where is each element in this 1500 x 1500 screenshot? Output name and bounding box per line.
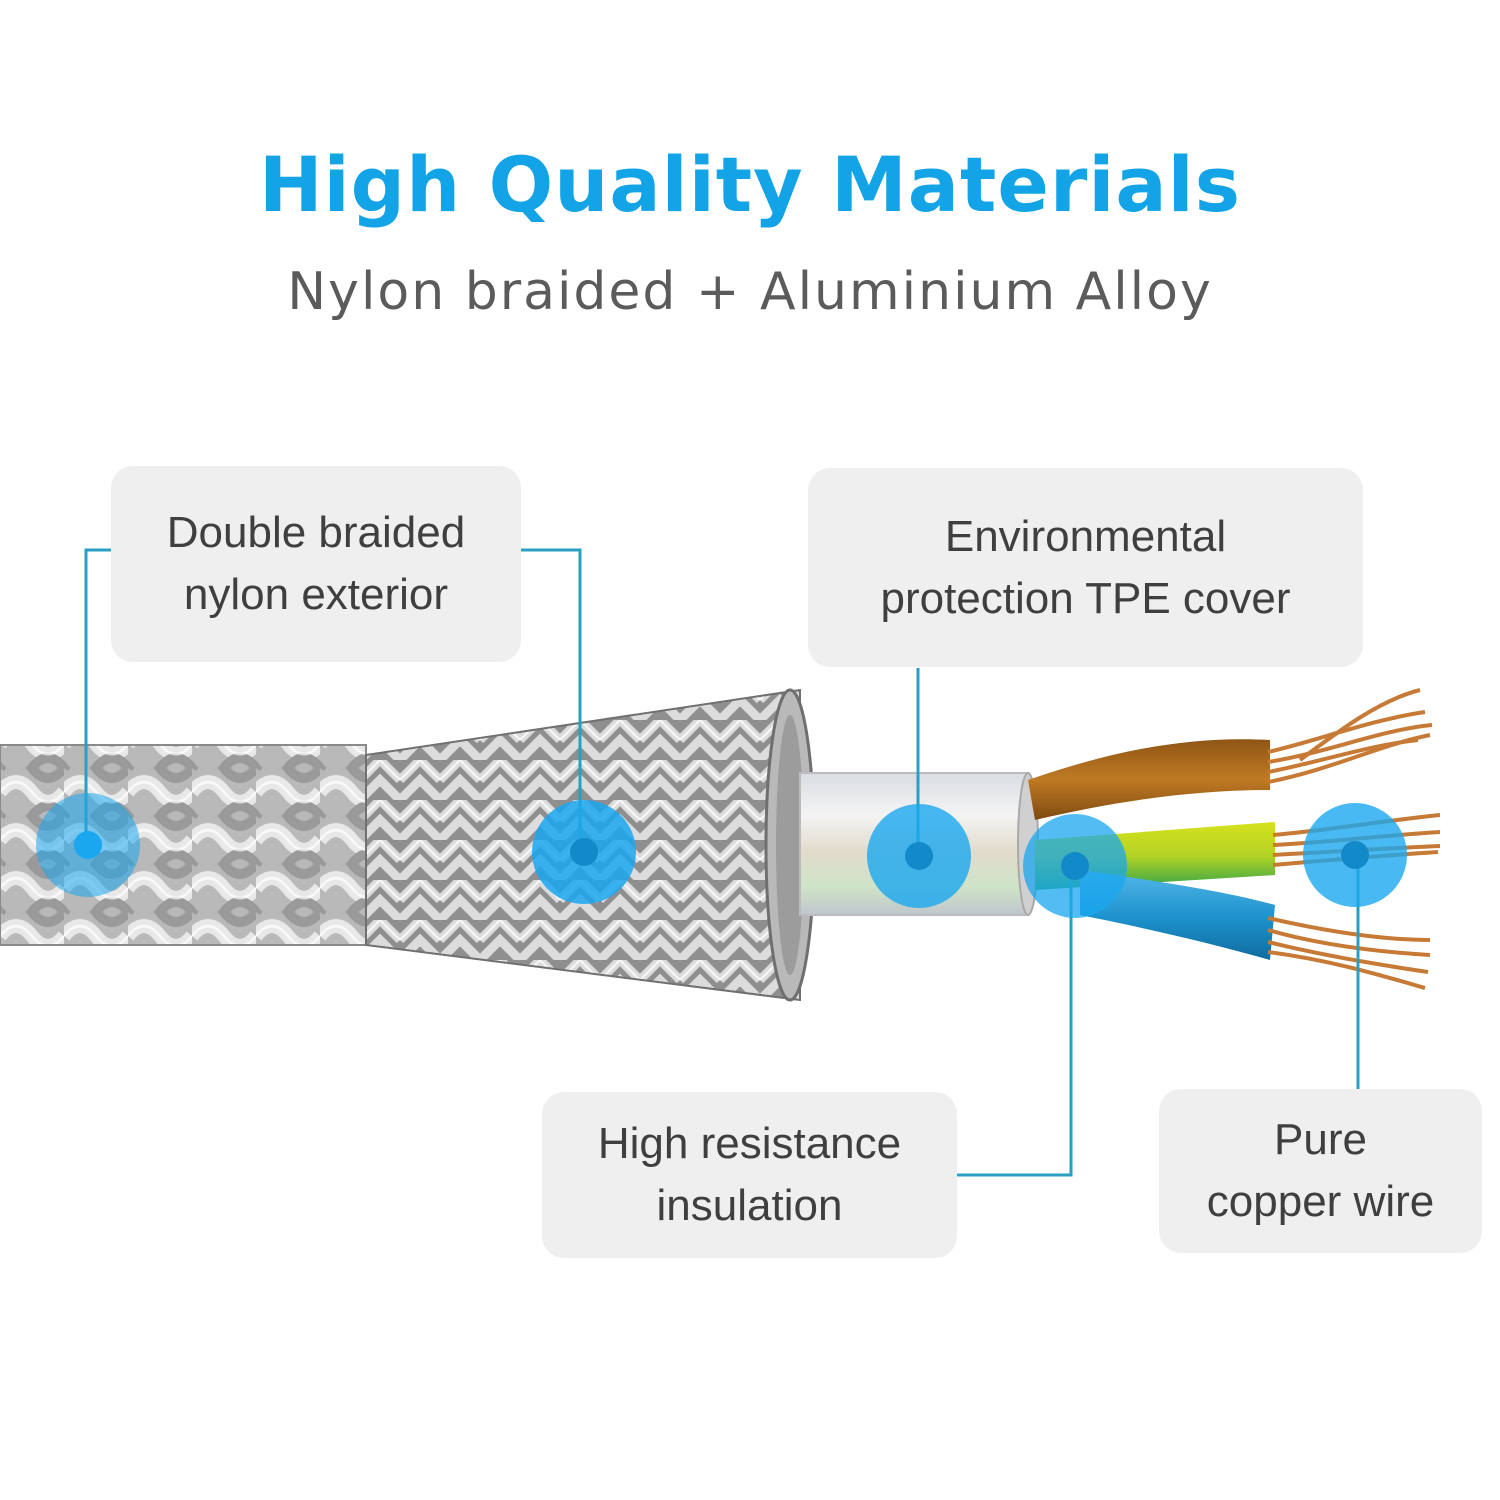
callout-braid-line1: Double braided <box>166 508 466 558</box>
callout-insulation-line1: High resistance <box>597 1119 902 1169</box>
marker-tpe <box>867 804 971 908</box>
callout-tpe-line2: protection TPE cover <box>880 573 1291 623</box>
copper-strands-top <box>1267 688 1433 784</box>
callout-braid: Double braided nylon exterior <box>111 466 521 662</box>
callout-tpe: Environmental protection TPE cover <box>808 468 1363 667</box>
page-title: High Quality Materials <box>259 140 1241 229</box>
marker-braid-outer <box>36 793 140 897</box>
callout-insulation: High resistance insulation <box>542 1092 957 1258</box>
callout-copper-line1: Pure <box>1274 1115 1367 1165</box>
callout-copper: Pure copper wire <box>1159 1089 1482 1253</box>
brown-wire <box>1028 739 1270 820</box>
marker-copper <box>1303 803 1407 907</box>
blue-wire <box>1080 870 1275 960</box>
copper-strands-bottom <box>1267 916 1431 990</box>
callout-insulation-line2: insulation <box>656 1181 843 1230</box>
callout-tpe-line1: Environmental <box>944 511 1227 561</box>
callout-copper-line2: copper wire <box>1206 1177 1435 1226</box>
page-subtitle: Nylon braided + Aluminium Alloy <box>287 262 1213 322</box>
marker-insulation <box>1023 814 1127 918</box>
marker-braid-inner <box>532 800 636 904</box>
callout-braid-line2: nylon exterior <box>183 570 449 619</box>
